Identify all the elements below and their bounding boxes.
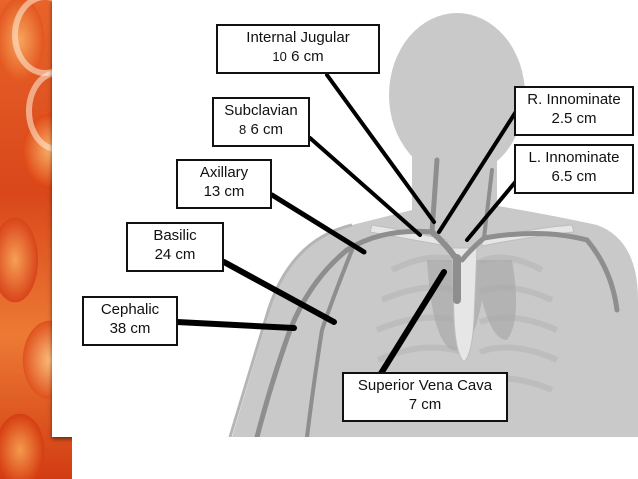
slide-panel: Internal Jugular 10 6 cm Subclavian 8 6 …	[52, 0, 638, 437]
leader-internal-jugular	[325, 73, 436, 224]
label-length: 6 cm	[250, 121, 283, 138]
label-name: Internal Jugular	[246, 29, 350, 46]
label-prefix-number: 8	[239, 122, 247, 137]
label-length: 7 cm	[408, 396, 442, 413]
label-internal-jugular: Internal Jugular 10 6 cm	[216, 24, 380, 74]
label-subclavian: Subclavian 8 6 cm	[212, 97, 310, 147]
leader-axillary	[269, 192, 367, 255]
label-name: Cephalic	[100, 301, 160, 318]
label-length: 6.5 cm	[551, 168, 597, 185]
leader-l-innominate	[465, 178, 519, 242]
label-r-innominate: R. Innominate 2.5 cm	[514, 86, 634, 136]
label-length: 2.5 cm	[551, 110, 597, 127]
label-name: Basilic	[153, 227, 197, 244]
label-prefix-number: 10	[272, 49, 287, 64]
label-axillary: Axillary 13 cm	[176, 159, 272, 209]
label-cephalic: Cephalic 38 cm	[82, 296, 178, 346]
leader-lines	[174, 73, 519, 378]
leader-cephalic	[174, 319, 297, 331]
arm-edge	[228, 223, 353, 437]
label-length-row: 10 6 cm	[218, 47, 378, 66]
label-name: L. Innominate	[528, 149, 620, 166]
label-length: 13 cm	[203, 183, 245, 200]
label-name: R. Innominate	[527, 91, 621, 108]
label-length: 24 cm	[154, 246, 196, 263]
label-name: Superior Vena Cava	[357, 377, 493, 394]
lower-margin	[72, 437, 638, 479]
label-name: Subclavian	[224, 102, 298, 119]
label-length: 6 cm	[291, 48, 324, 65]
leader-basilic	[221, 259, 337, 325]
venous-anatomy-diagram	[174, 13, 638, 437]
leader-r-innominate	[437, 108, 519, 234]
label-length-row: 8 6 cm	[214, 120, 308, 139]
label-name: Axillary	[199, 164, 249, 181]
label-superior-vena-cava: Superior Vena Cava 7 cm	[342, 372, 508, 422]
label-l-innominate: L. Innominate 6.5 cm	[514, 144, 634, 194]
leader-svc	[377, 269, 447, 378]
leader-subclavian	[308, 136, 422, 237]
label-length: 38 cm	[109, 320, 151, 337]
label-basilic: Basilic 24 cm	[126, 222, 224, 272]
